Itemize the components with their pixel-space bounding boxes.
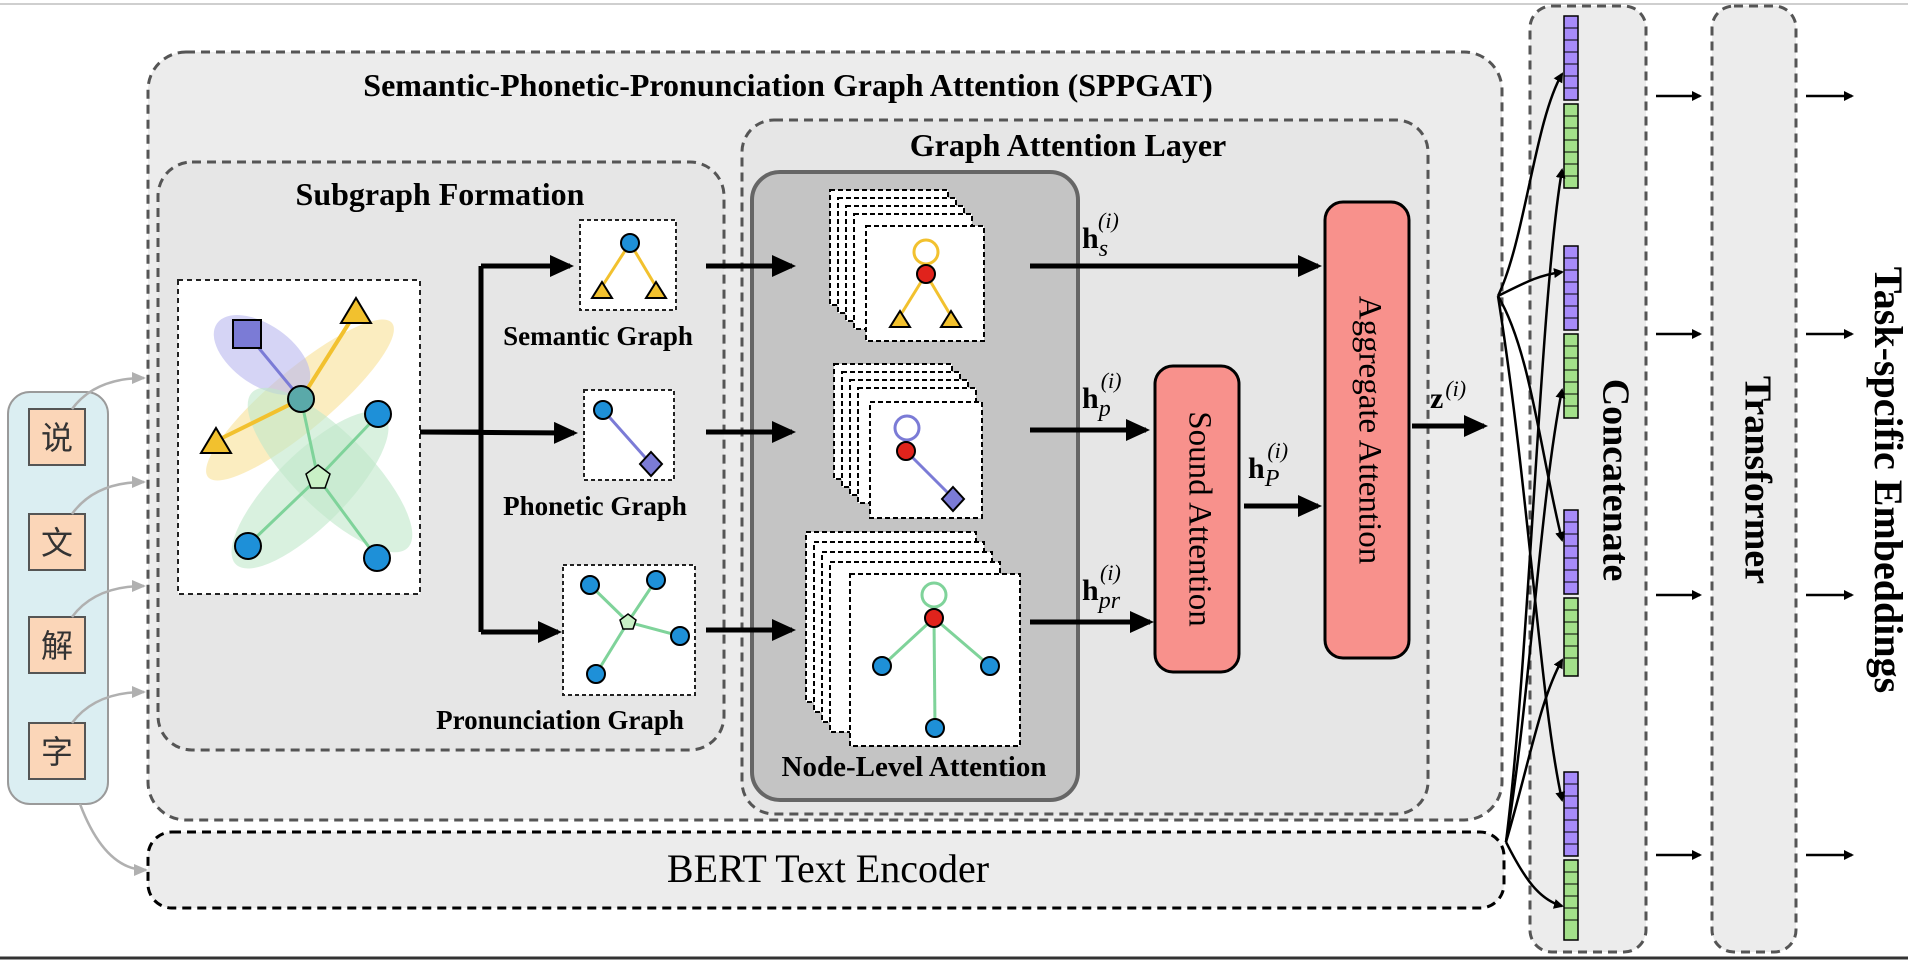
transformer-to-output-arrows <box>1806 91 1854 860</box>
into-node-level-arrows <box>706 255 796 641</box>
vector-group-4 <box>1563 771 1579 941</box>
phonetic-attention-stack <box>833 363 983 519</box>
input-char-2: 文 <box>41 524 73 562</box>
formula-h-pr: hpr(i) <box>1082 560 1121 614</box>
transformer-panel <box>1710 4 1798 954</box>
branch-arrows <box>419 255 578 643</box>
sound-attention-block <box>1153 364 1241 674</box>
phonetic-graph <box>593 400 664 478</box>
input-char-3: 解 <box>41 627 73 665</box>
formula-z: z(i) <box>1430 376 1466 415</box>
aggregate-attention-label: Aggregate Attention <box>1351 296 1387 565</box>
semantic-graph <box>590 233 668 299</box>
bert-encoder-panel <box>146 830 1506 910</box>
input-char-1: 说 <box>41 419 73 457</box>
formula-h-P: hP(i) <box>1248 438 1288 492</box>
input-char-box-1: 说 <box>28 408 86 466</box>
concatenate-label: Concatenate <box>1594 379 1636 582</box>
semantic-attention-stack <box>829 189 985 342</box>
task-specific-embeddings-label: Task-spcific Embeddings <box>1866 267 1908 693</box>
vector-group-3 <box>1563 509 1579 677</box>
original-graph <box>199 296 413 572</box>
pronunciation-attention-stack <box>805 531 1021 747</box>
input-char-box-4: 字 <box>28 722 86 780</box>
concatenate-panel <box>1528 4 1648 954</box>
graph-attention-layer-title: Graph Attention Layer <box>910 127 1226 163</box>
bert-encoder-label: BERT Text Encoder <box>667 846 989 891</box>
pronunciation-graph-label: Pronunciation Graph <box>436 705 684 735</box>
formula-h-s: hs(i) <box>1082 208 1119 262</box>
concat-to-transformer-arrows <box>1656 91 1702 860</box>
concat-arrows <box>1496 72 1566 909</box>
input-char-box-2: 文 <box>28 513 86 571</box>
input-panel <box>7 391 109 805</box>
transformer-label: Transformer <box>1736 376 1778 584</box>
vector-group-1 <box>1563 15 1579 189</box>
semantic-graph-label: Semantic Graph <box>503 321 693 351</box>
vector-group-2 <box>1563 245 1579 419</box>
formula-h-p: hp(i) <box>1082 368 1121 422</box>
sound-attention-label: Sound Attention <box>1181 411 1217 626</box>
h-arrows <box>1030 255 1488 633</box>
phonetic-graph-label: Phonetic Graph <box>503 491 687 521</box>
pronunciation-graph <box>580 570 690 684</box>
input-char-box-3: 解 <box>28 616 86 674</box>
input-char-4: 字 <box>41 733 73 771</box>
node-level-attention-label: Node-Level Attention <box>782 751 1047 783</box>
aggregate-attention-block <box>1323 200 1411 660</box>
subgraph-formation-title: Subgraph Formation <box>296 176 585 212</box>
input-arrows <box>70 372 148 876</box>
sppgat-title: Semantic-Phonetic-Pronunciation Graph At… <box>363 67 1212 103</box>
